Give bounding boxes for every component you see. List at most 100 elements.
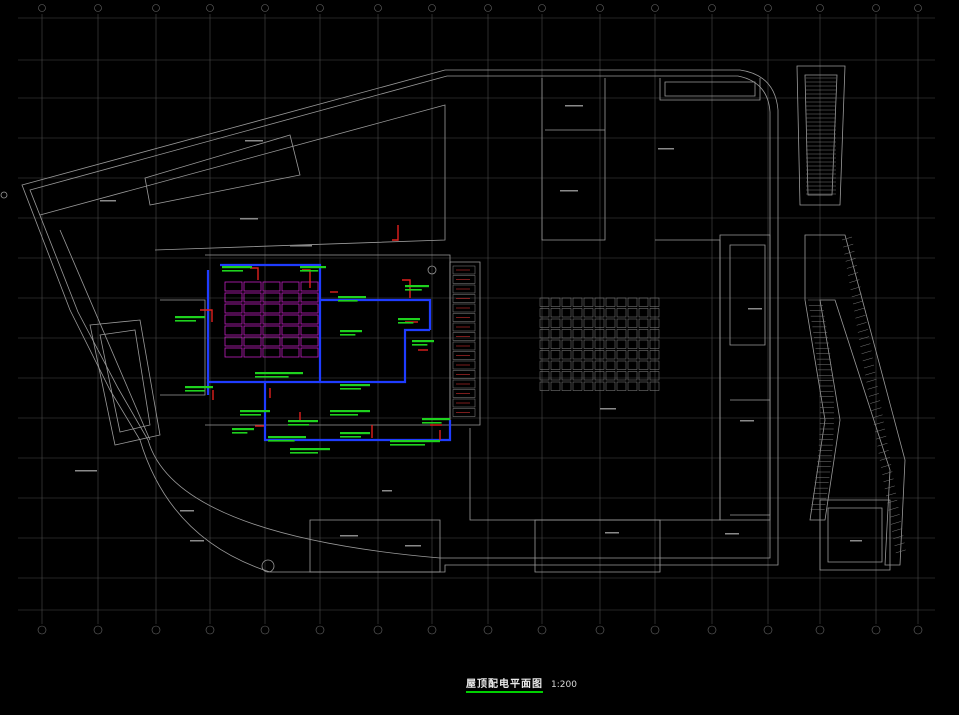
- pv-panel: [243, 336, 262, 347]
- room-annotation: [245, 140, 263, 142]
- ramp-tread: [878, 450, 889, 454]
- equipment-cell: [572, 360, 583, 370]
- equipment-label-line: [255, 376, 289, 378]
- equipment-cell: [627, 318, 638, 328]
- grid-bubble: [205, 625, 215, 635]
- ramp-tread: [860, 343, 871, 347]
- pv-panel: [224, 347, 243, 358]
- equipment-cell: [583, 371, 594, 381]
- equipment-cell: [638, 371, 649, 381]
- ramp-structures: [796, 65, 906, 571]
- ramp-tread: [877, 442, 888, 447]
- pv-panel: [224, 281, 243, 292]
- equipment-cell: [605, 318, 616, 328]
- ramp-tread: [871, 407, 882, 411]
- equipment-cell: [627, 297, 638, 307]
- ramp-tread: [895, 549, 906, 554]
- ramp-tread: [865, 371, 876, 376]
- equipment-label-line: [340, 436, 361, 438]
- equipment-cell: [583, 308, 594, 318]
- room-annotation: [605, 532, 619, 534]
- drawing-title: 屋顶配电平面图: [466, 675, 543, 693]
- grid-bubble: [38, 4, 46, 12]
- equipment-label-line: [398, 318, 420, 321]
- ramp-tread: [872, 414, 883, 419]
- ramp-tread: [845, 258, 856, 262]
- equipment-cell: [539, 297, 550, 307]
- pv-panel: [224, 325, 243, 336]
- room-annotation: [100, 200, 116, 202]
- room-annotations: [75, 105, 862, 547]
- equipment-label-line: [185, 386, 213, 389]
- rack-unit: [452, 265, 476, 275]
- equipment-cell: [539, 339, 550, 349]
- pv-panel: [281, 281, 300, 292]
- grid-bubble: [260, 625, 270, 635]
- equipment-label-line: [338, 296, 366, 299]
- equipment-label-line: [232, 428, 254, 431]
- equipment-cell: [594, 329, 605, 339]
- equipment-label-line: [340, 384, 370, 387]
- equipment-cell: [649, 329, 660, 339]
- pv-panel: [224, 336, 243, 347]
- equipment-cell: [561, 360, 572, 370]
- equipment-cell: [649, 318, 660, 328]
- equipment-cell: [539, 381, 550, 391]
- equipment-label-line: [288, 424, 309, 426]
- drawing-title-block: 屋顶配电平面图 1:200: [466, 675, 577, 693]
- pv-panel: [281, 303, 300, 314]
- grid-bubble: [206, 4, 214, 12]
- equipment-cell: [605, 381, 616, 391]
- pv-panel: [300, 303, 319, 314]
- grid-bubble: [151, 625, 161, 635]
- ramp-tread: [859, 336, 870, 340]
- equipment-label-line: [175, 320, 196, 322]
- pv-panel: [243, 325, 262, 336]
- pv-panel: [300, 314, 319, 325]
- equipment-cell: [616, 339, 627, 349]
- pv-panel: [262, 325, 281, 336]
- equipment-cell: [616, 371, 627, 381]
- room-annotation: [658, 148, 674, 150]
- equipment-cell: [561, 350, 572, 360]
- equipment-cell: [616, 297, 627, 307]
- ramp-tread: [844, 250, 855, 255]
- equipment-cell: [605, 339, 616, 349]
- grid-bubble: [708, 4, 716, 12]
- ramp-tread: [883, 478, 894, 483]
- grid-bubble: [152, 4, 160, 12]
- equipment-cell: [583, 381, 594, 391]
- equipment-cell: [550, 318, 561, 328]
- equipment-cell: [616, 381, 627, 391]
- equipment-cell: [572, 308, 583, 318]
- pv-panel: [243, 347, 262, 358]
- room-annotation: [190, 540, 204, 542]
- equipment-label-line: [330, 414, 358, 416]
- equipment-label-line: [398, 322, 414, 324]
- ramp-tread: [862, 357, 873, 362]
- equipment-label-line: [240, 410, 270, 413]
- room-annotation: [290, 245, 312, 247]
- equipment-cell: [572, 329, 583, 339]
- room-annotation: [725, 533, 739, 535]
- grid-bubble: [763, 625, 773, 635]
- grid-bubble: [815, 625, 825, 635]
- equipment-cell: [561, 381, 572, 391]
- grid-bubble: [261, 4, 269, 12]
- room-annotation: [240, 218, 258, 220]
- equipment-label-line: [405, 289, 422, 291]
- equipment-cell: [572, 381, 583, 391]
- equipment-cell: [583, 350, 594, 360]
- rack-unit: [452, 360, 476, 370]
- equipment-cell: [550, 329, 561, 339]
- equipment-cell: [550, 360, 561, 370]
- equipment-cell: [627, 308, 638, 318]
- equipment-label-line: [390, 440, 440, 443]
- equipment-cell: [616, 329, 627, 339]
- grid-bubble: [373, 625, 383, 635]
- equipment-cell: [583, 318, 594, 328]
- ramp-tread: [876, 435, 887, 440]
- grid-equipment-array: [539, 297, 660, 391]
- equipment-cell: [649, 360, 660, 370]
